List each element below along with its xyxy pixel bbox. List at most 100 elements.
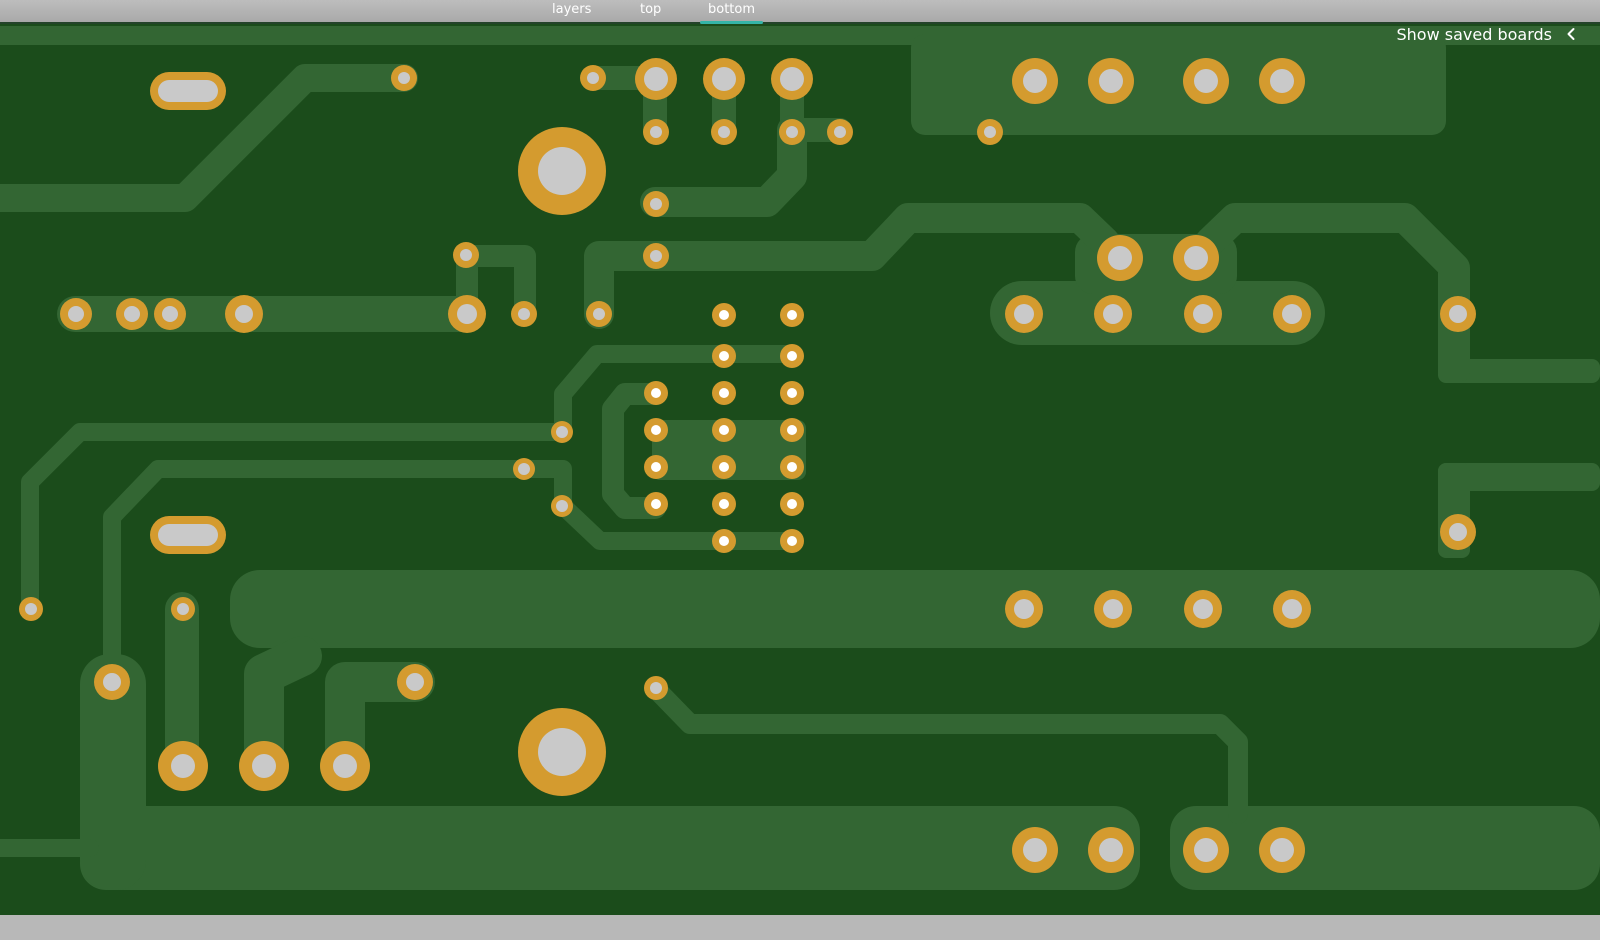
pad-array: [19, 58, 1476, 873]
trace-ic-inner: [602, 383, 666, 519]
pad: [635, 58, 677, 100]
pad: [644, 381, 668, 405]
pad: [703, 58, 745, 100]
pad: [780, 492, 804, 516]
pad: [116, 298, 148, 330]
pad: [225, 295, 263, 333]
right-edge-pour-lower: [1438, 463, 1600, 491]
pad: [171, 597, 195, 621]
pad: [1440, 514, 1476, 550]
pad: [644, 492, 668, 516]
pad: [643, 191, 669, 217]
pad: [644, 418, 668, 442]
pad: [780, 455, 804, 479]
pad: [712, 455, 736, 479]
pad: [511, 301, 537, 327]
pad: [94, 664, 130, 700]
trace-u-loop: [456, 245, 536, 325]
pad: [391, 65, 417, 91]
pad: [580, 65, 606, 91]
pad: [1088, 58, 1134, 104]
pad: [1273, 590, 1311, 628]
pad: [1012, 827, 1058, 873]
pad: [518, 708, 606, 796]
pcb-bottom-layer: [0, 24, 1600, 915]
right-edge-pour-upper: [1438, 359, 1600, 383]
pad: [780, 303, 804, 327]
pad: [1012, 58, 1058, 104]
pad: [158, 741, 208, 791]
pad: [1173, 235, 1219, 281]
trace-diag-right: [640, 115, 807, 217]
trace-ic-top: [554, 345, 803, 441]
show-saved-boards-label: Show saved boards: [1396, 24, 1553, 44]
oval-pad-2: [150, 516, 226, 554]
pad: [518, 127, 606, 215]
pad: [551, 495, 573, 517]
ground-pour-middle: [230, 570, 1600, 648]
pad: [977, 119, 1003, 145]
pad: [1097, 235, 1143, 281]
pad: [780, 418, 804, 442]
pad: [1088, 827, 1134, 873]
pad: [1005, 590, 1043, 628]
trace-left-long-1: [21, 423, 572, 618]
pad: [154, 298, 186, 330]
trace-left-top: [0, 64, 418, 212]
pad: [1440, 296, 1476, 332]
pad: [644, 455, 668, 479]
pad: [643, 119, 669, 145]
pad: [1273, 295, 1311, 333]
pad: [643, 243, 669, 269]
pad: [397, 664, 433, 700]
trace-col-2: [244, 636, 322, 786]
pad: [60, 298, 92, 330]
pad: [1183, 827, 1229, 873]
pad: [551, 421, 573, 443]
pad: [1183, 58, 1229, 104]
pad: [771, 58, 813, 100]
pad: [448, 295, 486, 333]
tab-layers[interactable]: layers: [552, 2, 592, 17]
oval-pad-1: [150, 72, 226, 110]
trace-upper-right: [1195, 203, 1470, 329]
pad: [780, 381, 804, 405]
pad-group-pour: [990, 281, 1325, 345]
ic-center-pour: [652, 420, 806, 480]
pad: [780, 529, 804, 553]
pad: [1259, 827, 1305, 873]
pad: [780, 344, 804, 368]
tab-top[interactable]: top: [640, 2, 662, 17]
ground-pour-left-column: [80, 654, 146, 890]
trace-col-3: [325, 662, 435, 786]
pad: [1184, 590, 1222, 628]
pad: [712, 344, 736, 368]
pad: [712, 381, 736, 405]
pad: [712, 492, 736, 516]
pad: [513, 458, 535, 480]
ground-pour-bottom-left: [80, 806, 1140, 890]
pad: [19, 597, 43, 621]
pad: [453, 242, 479, 268]
connector-pour-top-right: [911, 34, 1446, 135]
pad: [586, 301, 612, 327]
pad: [1184, 295, 1222, 333]
layer-tab-bar: layers top bottom: [0, 0, 1600, 24]
trace-upper-bus: [584, 203, 1120, 329]
pad: [644, 676, 668, 700]
pad: [827, 119, 853, 145]
pad: [320, 741, 370, 791]
trace-left-long-2: [103, 460, 572, 691]
pad: [239, 741, 289, 791]
chevron-left-icon[interactable]: [1564, 27, 1578, 41]
pad: [1094, 590, 1132, 628]
pad: [779, 119, 805, 145]
trace-lower-bus: [645, 678, 1248, 824]
tab-bottom[interactable]: bottom: [699, 0, 764, 24]
show-saved-boards-toggle[interactable]: Show saved boards: [1397, 24, 1579, 44]
pad: [1094, 295, 1132, 333]
copper-traces: [0, 64, 1470, 857]
pad: [712, 529, 736, 553]
pad: [711, 119, 737, 145]
pcb-board-view[interactable]: [0, 24, 1600, 915]
